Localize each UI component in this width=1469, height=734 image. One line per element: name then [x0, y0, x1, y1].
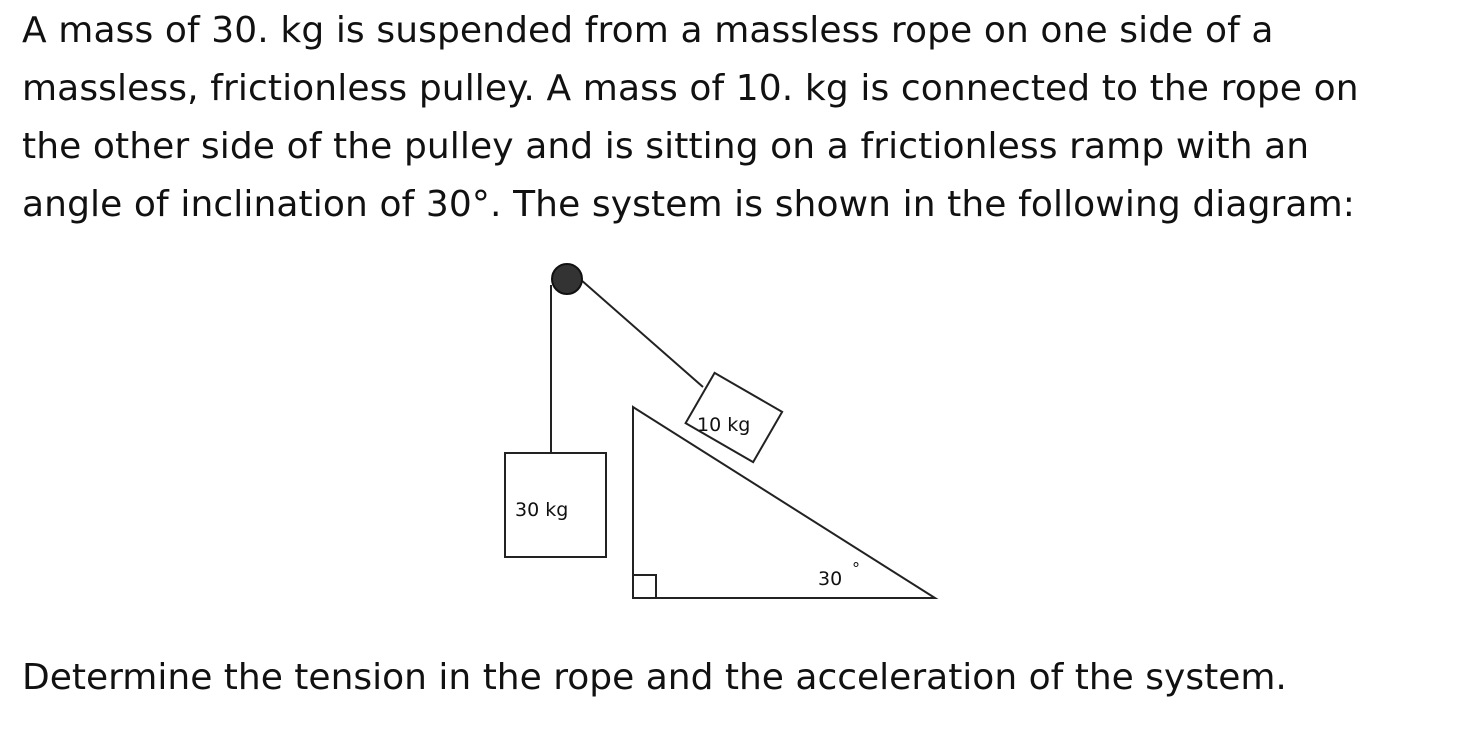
ramp-mass-label: 10 kg — [697, 414, 750, 436]
angle-label: 30 — [818, 568, 842, 590]
problem-line-3: the other side of the pulley and is sitt… — [22, 126, 1310, 167]
problem-line-2: massless, frictionless pulley. A mass of… — [22, 68, 1359, 109]
problem-line-4: angle of inclination of 30°. The system … — [22, 184, 1355, 225]
right-angle-marker — [633, 574, 657, 598]
problem-line-1: A mass of 30. kg is suspended from a mas… — [22, 10, 1274, 51]
ramp-mass-box — [684, 371, 784, 464]
degree-symbol: ° — [852, 559, 860, 578]
pulley — [551, 263, 583, 295]
ramp-mass — [684, 371, 784, 464]
ramp — [632, 405, 939, 599]
question-prompt: Determine the tension in the rope and th… — [22, 657, 1287, 698]
incline-rope — [571, 271, 704, 388]
hanging-mass-label: 30 kg — [515, 499, 568, 521]
problem-statement: A mass of 30. kg is suspended from a mas… — [22, 2, 1442, 234]
hanging-mass-box — [504, 452, 607, 558]
